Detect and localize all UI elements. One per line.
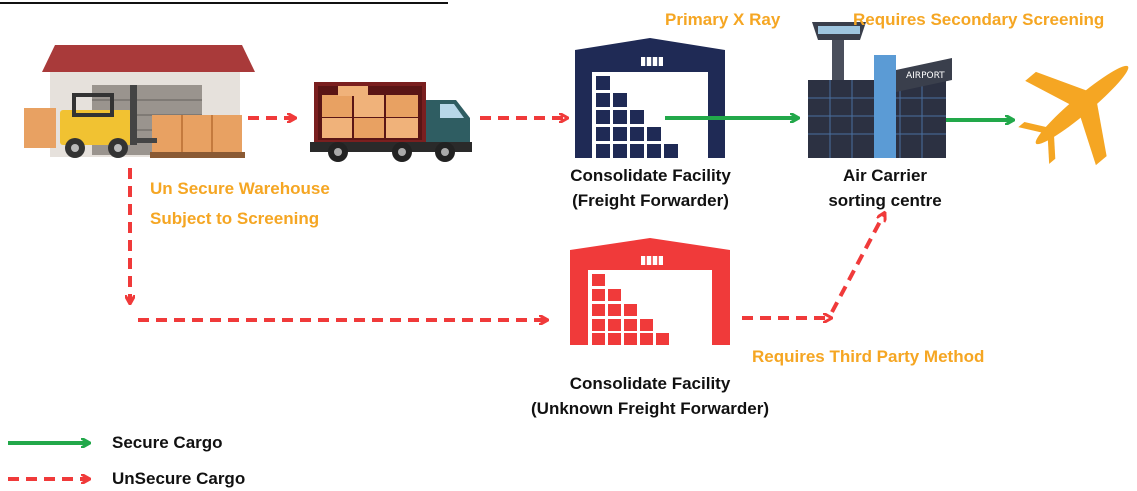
airport-sign: AIRPORT [906, 71, 945, 81]
label-air-carrier-line1: Air Carrier [842, 166, 928, 185]
truck-icon [310, 82, 472, 162]
arrow-up-to-carrier [830, 214, 884, 313]
label-air-carrier-line2: sorting centre [828, 191, 942, 210]
airplane-icon [1018, 65, 1129, 166]
airport-icon: AIRPORT [808, 22, 952, 158]
label-warehouse-line2: Subject to Screening [150, 209, 320, 228]
label-third-party: Requires Third Party Method [752, 347, 985, 366]
warehouse-icon [24, 45, 255, 158]
unknown-facility-icon [570, 238, 730, 345]
legend-secure-label: Secure Cargo [112, 433, 223, 452]
label-primary-xray: Primary X Ray [665, 10, 781, 29]
label-known-facility-line2: (Freight Forwarder) [572, 191, 729, 210]
legend-unsecure-label: UnSecure Cargo [112, 469, 246, 488]
known-facility-icon [575, 38, 725, 158]
label-secondary-screening: Requires Secondary Screening [853, 10, 1105, 29]
label-unknown-facility-line1: Consolidate Facility [569, 374, 731, 393]
label-known-facility-line1: Consolidate Facility [570, 166, 731, 185]
label-unknown-facility-line2: (Unknown Freight Forwarder) [531, 399, 769, 418]
label-warehouse-line1: Un Secure Warehouse [150, 179, 330, 198]
